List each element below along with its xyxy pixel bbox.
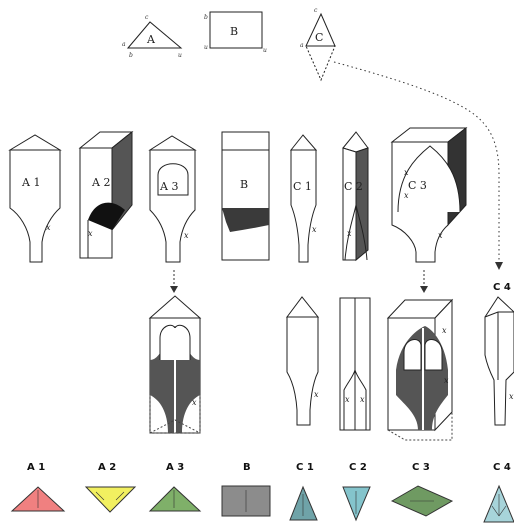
svg-text:x: x [347, 229, 352, 238]
detail-c2: x x [339, 297, 371, 431]
svg-text:x: x [312, 225, 317, 234]
svg-text:A 1: A 1 [21, 176, 40, 189]
arrow-c3-down [420, 270, 428, 293]
svg-text:u: u [178, 52, 182, 59]
plan-c: C c a [300, 7, 336, 82]
svg-text:A 3: A 3 [159, 180, 178, 193]
key-swatch-a2 [84, 486, 137, 513]
color-key: A 1 A 2 A 3 B C 1 C 2 C 3 C 4 [10, 462, 514, 523]
figure-c4-label: C 4 [493, 282, 511, 293]
figure-c1: C 1 x [289, 134, 318, 263]
key-swatch-b [221, 485, 271, 517]
svg-text:C 3: C 3 [408, 179, 427, 192]
svg-text:x: x [444, 376, 449, 385]
svg-text:c: c [314, 7, 318, 14]
svg-text:b: b [129, 52, 133, 59]
plan-a-label: A [146, 33, 156, 46]
key-swatch-a3 [148, 486, 202, 512]
plan-b-label: B [230, 25, 238, 38]
key-label-c3: C 3 [412, 462, 430, 473]
svg-text:C 1: C 1 [293, 180, 312, 193]
svg-text:u: u [263, 47, 267, 54]
svg-text:x: x [404, 191, 409, 200]
svg-text:x: x [314, 390, 319, 399]
svg-text:x: x [442, 326, 447, 335]
svg-text:x: x [184, 231, 189, 240]
figure-b: B [221, 131, 270, 261]
svg-text:a: a [122, 41, 126, 48]
detail-c3: x x [386, 298, 454, 441]
key-swatch-c1 [289, 485, 318, 521]
svg-text:a: a [300, 42, 304, 49]
plan-a: A c a b u [122, 14, 183, 59]
svg-text:C 2: C 2 [344, 180, 363, 193]
svg-text:x: x [438, 231, 443, 240]
figure-a2: A 2 x [78, 130, 134, 259]
key-label-c1: C 1 [296, 462, 314, 473]
key-label-c2: C 2 [349, 462, 367, 473]
key-label-a3: A 3 [166, 462, 184, 473]
key-label-a2: A 2 [98, 462, 116, 473]
svg-text:u: u [204, 44, 208, 51]
key-label-b: B [243, 462, 251, 473]
detail-c4: x [484, 296, 514, 426]
key-label-c4: C 4 [493, 462, 511, 473]
svg-text:x: x [88, 229, 93, 238]
svg-text:x: x [46, 223, 51, 232]
svg-text:x: x [360, 395, 365, 404]
svg-text:x: x [192, 398, 197, 407]
arrow-a3-down [170, 270, 178, 293]
figure-c3: C 3 x x x [390, 126, 468, 263]
key-swatch-c3 [390, 485, 454, 517]
key-swatch-a1 [10, 486, 66, 512]
plan-c-label: C [315, 31, 323, 44]
svg-text:x: x [404, 168, 409, 177]
key-swatch-c4 [483, 484, 514, 523]
svg-text:c: c [145, 14, 149, 21]
svg-text:A 2: A 2 [91, 176, 110, 189]
plan-b: B b u u [204, 11, 267, 54]
figure-c2: C 2 x [342, 131, 369, 262]
svg-text:x: x [509, 392, 514, 401]
figure-a3: A 3 x [148, 135, 197, 263]
dotted-arrow-c-to-c4 [333, 61, 500, 266]
svg-text:x: x [345, 395, 350, 404]
detail-c1: x [286, 296, 320, 426]
detail-a3: x [148, 295, 202, 434]
svg-text:B: B [240, 178, 248, 191]
key-swatch-c2 [342, 486, 371, 522]
figure-a1: A 1 x [8, 134, 62, 263]
key-label-a1: A 1 [27, 462, 45, 473]
svg-text:b: b [204, 14, 208, 21]
